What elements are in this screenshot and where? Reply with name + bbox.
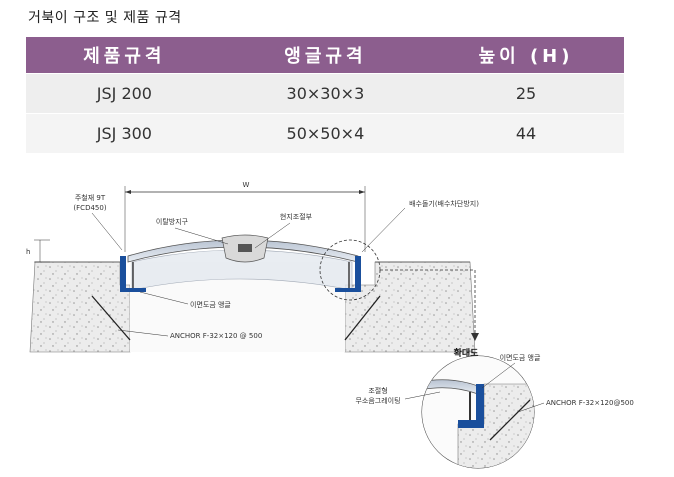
cover-grade-label: (FCD450) bbox=[73, 204, 106, 212]
concrete-left bbox=[29, 261, 131, 353]
magnify-callout bbox=[319, 239, 479, 341]
cell-product: JSJ 300 bbox=[26, 113, 223, 153]
zoom-anchor-label: ANCHOR F-32×120@500 bbox=[546, 399, 634, 407]
angle-right bbox=[335, 256, 361, 292]
cell-height: 44 bbox=[428, 113, 624, 153]
concrete-right bbox=[344, 261, 476, 353]
cell-height: 25 bbox=[428, 73, 624, 114]
spec-table-header: 제품규격 앵글규격 높이 (H) bbox=[26, 37, 624, 74]
drain-label: 배수돌기(배수차단방지) bbox=[409, 199, 479, 208]
zoom-grating-label-2: 무소음그레이팅 bbox=[355, 396, 400, 405]
main-labels: 주철재 9T (FCD450) 이탈방지구 현지조절부 배수돌기(배수차단방지)… bbox=[73, 193, 479, 340]
zoom-detail: 확대도 이면도금 앵글 조절형 무소음그레이팅 ANCHOR F-32×120@… bbox=[355, 347, 634, 469]
anti-slip-label: 이탈방지구 bbox=[156, 217, 189, 226]
table-row: JSJ 300 50×50×4 44 bbox=[26, 113, 624, 153]
dimension-h: h bbox=[26, 239, 50, 263]
cell-angle: 30×30×3 bbox=[222, 73, 429, 114]
page-title: 거북이 구조 및 제품 규격 bbox=[28, 10, 182, 26]
angle-left bbox=[120, 256, 146, 292]
main-section bbox=[29, 234, 476, 353]
header-height: 높이 (H) bbox=[428, 37, 624, 74]
header-product: 제품규격 bbox=[26, 37, 223, 74]
cell-product: JSJ 200 bbox=[26, 73, 223, 114]
dimension-h-label: h bbox=[26, 248, 30, 256]
zoom-angle-label: 이면도금 앵글 bbox=[500, 353, 541, 362]
cover-material-label: 주철재 9T bbox=[75, 193, 106, 202]
anchor-label: ANCHOR F-32×120 @ 500 bbox=[170, 332, 262, 340]
zoom-grating-label-1: 조절형 bbox=[368, 387, 387, 395]
dimension-w-label: W bbox=[243, 181, 250, 189]
angle-label: 이면도금 앵글 bbox=[190, 300, 231, 309]
anchor-right bbox=[344, 295, 381, 341]
dimension-w: W bbox=[124, 181, 366, 252]
spec-table: 제품규격 앵글규격 높이 (H) JSJ 200 30×30×3 25 JSJ … bbox=[26, 37, 624, 153]
level-adjust-label: 현지조절부 bbox=[280, 212, 313, 221]
cell-angle: 50×50×4 bbox=[222, 113, 429, 153]
anchor-left bbox=[91, 295, 131, 341]
table-row: JSJ 200 30×30×3 25 bbox=[26, 73, 624, 114]
header-angle: 앵글규격 bbox=[222, 37, 429, 74]
